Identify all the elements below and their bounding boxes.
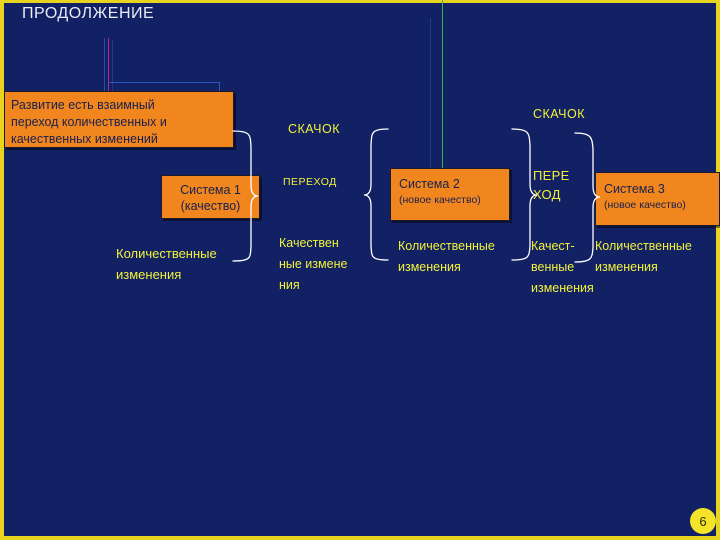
label-quantitative-changes-2: Количественные изменения [398,239,495,274]
vertical-rule-connector [219,82,220,92]
vertical-rule-blue-right [112,40,113,92]
system-1-subtitle: (качество) [180,199,241,213]
page-title: ПРОДОЛЖЕНИЕ [22,5,155,22]
premise-box: Развитие есть взаимный переход количеств… [4,91,234,148]
brace-right-3 [511,128,538,261]
vertical-rule-magenta [108,38,109,93]
system-3-subtitle: (новое качество) [604,199,686,211]
brace-right-1 [232,130,259,262]
label-quantitative-changes-3: Количественные изменения [595,239,692,274]
label-qualitative-changes-1: Качествен ные измене ния [279,236,348,292]
brace-right-4 [574,132,601,263]
system-2-box: Система 2 (новое качество) [390,168,510,221]
vertical-rule-dim-blue [430,18,431,170]
label-skachok-1: СКАЧОК [288,122,341,136]
label-perehod-2: ПЕРЕ ХОД [533,168,570,202]
premise-line-2: переход количественных и [11,115,167,129]
premise-line-1: Развитие есть взаимный [11,98,155,112]
horizontal-rule-blue [108,82,220,83]
system-2-subtitle: (новое качество) [399,194,481,206]
premise-line-3: качественных изменений [11,132,158,146]
vertical-rule-blue-left [104,38,105,93]
system-1-title: Система 1 [180,183,241,197]
frame-top-border [0,0,720,3]
label-skachok-2: СКАЧОК [533,107,586,121]
frame-left-border [0,0,4,540]
frame-bottom-border [0,536,720,540]
frame-right-border [716,0,720,540]
system-1-box: Система 1 (качество) [161,175,260,219]
brace-left-2 [363,128,389,261]
label-perehod-1: ПЕРЕХОД [283,176,337,188]
label-qualitative-changes-2: Качест- венные изменения [531,239,594,295]
system-2-title: Система 2 [399,177,460,191]
label-quantitative-changes-1: Количественные изменения [116,246,217,282]
vertical-rule-green [442,0,443,170]
system-3-title: Система 3 [604,182,665,196]
system-3-box: Система 3 (новое качество) [595,172,720,226]
page-number-badge: 6 [690,508,716,534]
